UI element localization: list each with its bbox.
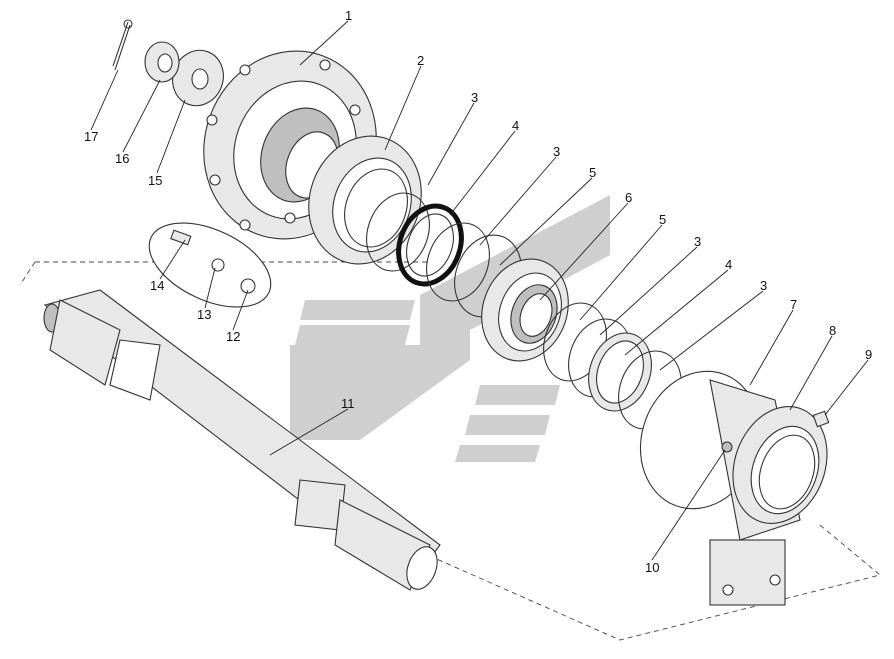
callout-5b: 5: [659, 212, 666, 227]
callout-17: 17: [84, 129, 98, 144]
part-11-splined-shaft: [43, 289, 441, 591]
callout-2: 2: [417, 53, 424, 68]
ring-group-left: [366, 192, 522, 318]
callout-leaders: [90, 20, 869, 561]
callout-3c: 3: [694, 234, 701, 249]
callout-4b: 4: [725, 257, 732, 272]
part-17-cotter-pin: [112, 19, 133, 71]
callout-3a: 3: [471, 90, 478, 105]
callout-1: 1: [345, 8, 352, 23]
part-6-bearing: [481, 258, 569, 362]
callout-11: 11: [341, 396, 355, 411]
watermark-logo: [290, 195, 610, 462]
ring-group-right: [543, 302, 682, 430]
part-15-washer: [172, 49, 224, 107]
callout-10: 10: [645, 560, 659, 575]
callout-4a: 4: [512, 118, 519, 133]
callout-6: 6: [625, 190, 632, 205]
callout-5a: 5: [589, 165, 596, 180]
part-9-plug: [812, 410, 830, 428]
callout-14: 14: [150, 278, 164, 293]
callout-12: 12: [226, 329, 240, 344]
callout-3d: 3: [760, 278, 767, 293]
callout-3b: 3: [553, 144, 560, 159]
callout-labels: 1 2 3 4 3 5 6 5 3 4 3 7 8 9 10 11 12 13 …: [84, 8, 872, 575]
part-2-cover-ring: [308, 135, 422, 265]
callout-15: 15: [148, 173, 162, 188]
callout-16: 16: [115, 151, 129, 166]
callout-8: 8: [829, 323, 836, 338]
part-7-8-housing: [639, 370, 828, 606]
hardware-plate-12-14: [148, 222, 272, 308]
callout-7: 7: [790, 297, 797, 312]
assembly-guide-lines: [19, 261, 881, 641]
part-16-castle-nut: [144, 41, 180, 83]
callout-9: 9: [865, 347, 872, 362]
callout-13: 13: [197, 307, 211, 322]
